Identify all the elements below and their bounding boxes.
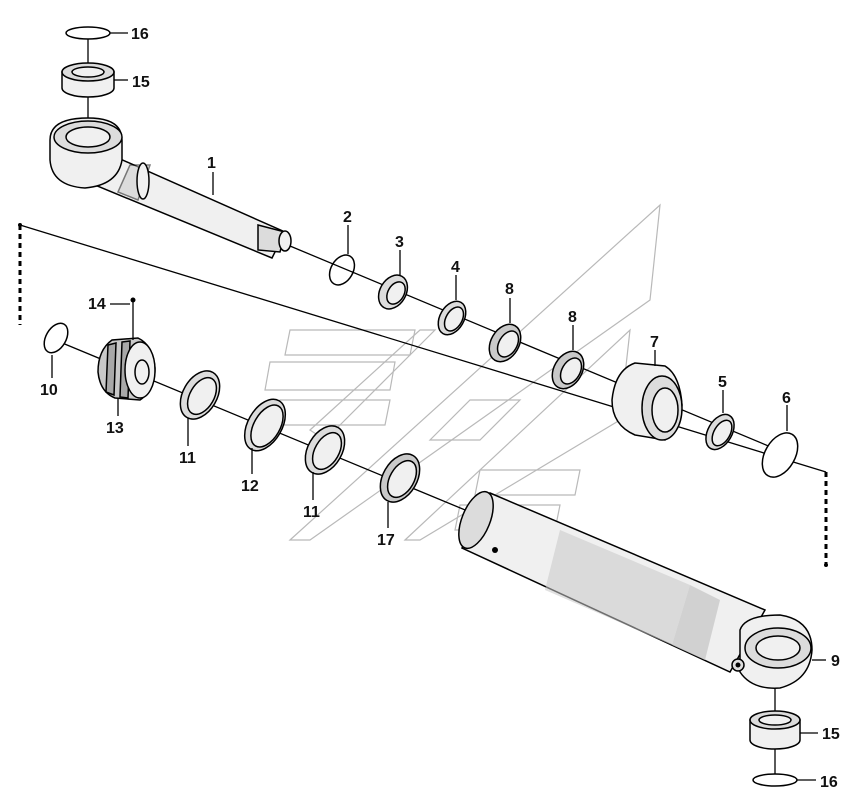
part-15-bushing-top <box>61 62 115 98</box>
callout-2: 2 <box>343 209 352 226</box>
callout-14: 14 <box>88 296 106 313</box>
callout-5: 5 <box>718 374 727 391</box>
part-5-seal <box>705 413 735 451</box>
part-2-o-ring <box>328 254 356 286</box>
part-4-wiper-ring <box>437 300 467 336</box>
part-11-seal-b <box>304 425 346 475</box>
callout-9: 9 <box>831 653 840 670</box>
leader-lines <box>51 32 826 781</box>
part-13-piston <box>97 337 156 401</box>
callout-10: 10 <box>40 382 58 399</box>
part-12-guide-band <box>243 398 287 452</box>
callout-15-bottom: 15 <box>822 726 840 743</box>
part-8-guide-ring-b <box>551 350 585 390</box>
part-9-cylinder-barrel <box>458 490 813 689</box>
callout-13: 13 <box>106 420 124 437</box>
callout-8-b: 8 <box>568 309 577 326</box>
part-8-guide-ring-a <box>488 323 522 363</box>
watermark-logo <box>264 203 661 541</box>
part-17-seal <box>379 453 421 503</box>
callout-4: 4 <box>451 259 460 276</box>
callout-8-a: 8 <box>505 281 514 298</box>
assembly-bracket <box>18 223 828 567</box>
callout-1: 1 <box>207 155 216 172</box>
part-14-grub-screw <box>130 297 136 340</box>
part-15-bushing-bottom <box>749 710 801 750</box>
part-1-piston-rod <box>49 117 292 259</box>
callout-15-top: 15 <box>132 74 150 91</box>
part-11-seal-a <box>179 370 221 420</box>
callout-6: 6 <box>782 390 791 407</box>
part-16-circlip-bottom <box>752 773 798 787</box>
callout-16-bottom: 16 <box>820 774 838 791</box>
part-3-seal <box>377 274 409 310</box>
callout-16-top: 16 <box>131 26 149 43</box>
callout-11-b: 11 <box>303 504 320 521</box>
callout-12: 12 <box>241 478 259 495</box>
axis-line-rod <box>289 245 791 456</box>
callout-17: 17 <box>377 532 395 549</box>
part-16-circlip-top <box>65 26 111 40</box>
part-6-o-ring <box>761 432 799 478</box>
part-7-cylinder-head <box>611 362 683 441</box>
callout-3: 3 <box>395 234 404 251</box>
part-10-ring <box>43 322 69 354</box>
callout-11-a: 11 <box>179 450 196 467</box>
callout-7: 7 <box>650 334 659 351</box>
